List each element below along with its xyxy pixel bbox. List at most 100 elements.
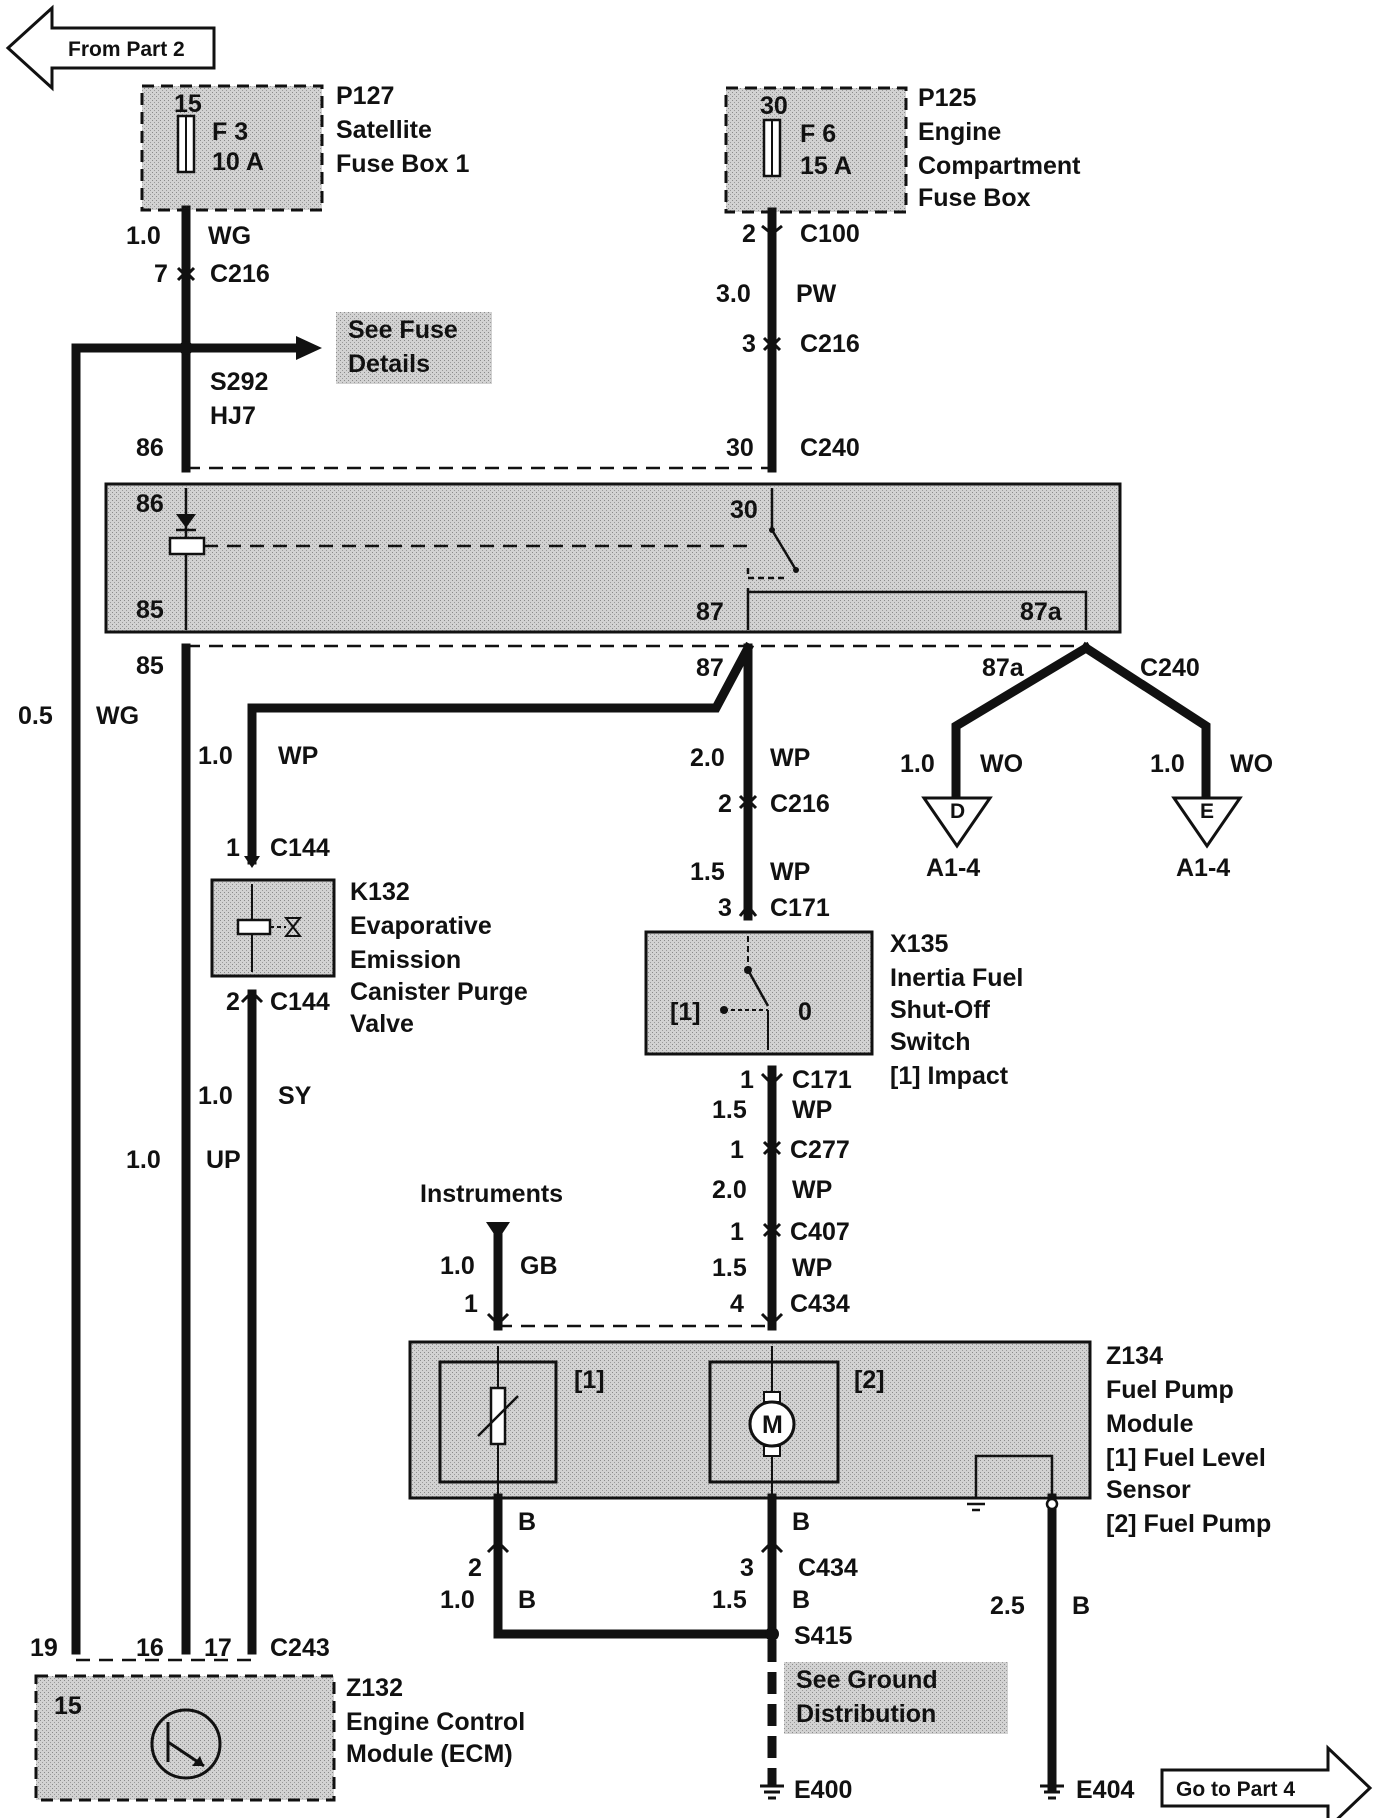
relay-switch-icon	[770, 529, 798, 571]
connector-pin: 2	[226, 988, 240, 1016]
k132-purge-valve: K132 Evaporative Emission Canister Purge…	[210, 878, 528, 1038]
wire-color: B	[792, 1508, 810, 1536]
k132-name3: Canister Purge	[350, 978, 528, 1006]
connector-name: C277	[790, 1136, 850, 1164]
wire-size: 1.5	[712, 1254, 747, 1282]
x135-id: X135	[890, 930, 948, 958]
p125-name2: Compartment	[918, 152, 1081, 180]
relay-pin-85: 85	[136, 596, 164, 624]
wire-size: 1.5	[690, 858, 725, 886]
wire-size: 1.0	[440, 1252, 475, 1280]
k132-name2: Emission	[350, 946, 461, 974]
wire-color: B	[518, 1508, 536, 1536]
relay-pin: 86	[136, 434, 164, 462]
motor-label: M	[762, 1411, 783, 1439]
wire-color: WO	[1230, 750, 1273, 778]
relay-pin-86: 86	[136, 490, 164, 518]
connector-pin: 1	[226, 834, 240, 862]
ground-name: E404	[1076, 1776, 1134, 1804]
diode-icon	[176, 514, 196, 528]
connector-name: C216	[770, 790, 830, 818]
connector-name: C216	[210, 260, 270, 288]
connector-icon	[176, 266, 196, 282]
z132-ecm: 15 Z132 Engine Control Module (ECM)	[34, 1674, 525, 1802]
from-part-label: From Part 2	[68, 38, 185, 61]
go-to-part-arrow[interactable]: Go to Part 4	[1160, 1744, 1373, 1818]
connector-icon	[761, 224, 783, 236]
wire-instruments: Instruments 1.0 GB 1	[420, 1180, 563, 1331]
instruments-label: Instruments	[420, 1180, 563, 1208]
x135-note: [1] Impact	[890, 1062, 1009, 1090]
connector-icon	[738, 794, 758, 810]
connector-pin: 19	[30, 1634, 58, 1662]
ground-name: E400	[794, 1776, 852, 1804]
connector-pin: 1	[740, 1066, 754, 1094]
connector-icon	[244, 856, 260, 868]
solenoid-icon	[236, 918, 272, 936]
wire-p127-to-relay: 1.0 WG 7 C216 S292 HJ7 86	[126, 205, 270, 473]
note-text: Distribution	[796, 1700, 936, 1728]
wire-color: WG	[96, 702, 139, 730]
connector-pin: 17	[204, 1634, 232, 1662]
ground-distribution-note[interactable]	[784, 1662, 1008, 1734]
connector-pin: 3	[740, 1554, 754, 1582]
ground-icon	[760, 1784, 784, 1800]
z132-name: Engine Control	[346, 1708, 525, 1736]
relay-pin: 87	[696, 654, 724, 682]
z134-name: Fuel Pump	[1106, 1376, 1234, 1404]
wire-size: 3.0	[716, 280, 751, 308]
p127-fuse-box: 15 F 3 10 A P127 Satellite Fuse Box 1	[140, 82, 469, 212]
connector-name: C434	[798, 1554, 858, 1582]
p125-fuse: F 6	[800, 120, 836, 148]
connector-name: C434	[790, 1290, 850, 1318]
x135-name2: Shut-Off	[890, 996, 991, 1024]
connector-pin: 2	[718, 790, 732, 818]
p125-fuse-box: 30 F 6 15 A P125 Engine Compartment Fuse…	[724, 84, 1081, 214]
go-to-part-label: Go to Part 4	[1176, 1778, 1295, 1801]
k132-id: K132	[350, 878, 410, 906]
ground-icon	[1040, 1784, 1064, 1800]
wire-size: 2.0	[690, 744, 725, 772]
connector-icon	[762, 336, 782, 352]
connector-pin: 3	[742, 330, 756, 358]
z134-note1b: Sensor	[1106, 1476, 1191, 1504]
wire-color: WP	[792, 1096, 832, 1124]
wire-87-to-x135: 2.0 WP 2 C216 1.5 WP 3 C171	[690, 643, 830, 922]
fuse-details-note[interactable]	[336, 312, 492, 384]
wire-color: PW	[796, 280, 837, 308]
ecm-pin: 15	[54, 1692, 82, 1720]
connector-name: C171	[770, 894, 830, 922]
splice-name: S292	[210, 368, 268, 396]
connector-name: C216	[800, 330, 860, 358]
wire-color: WP	[792, 1254, 832, 1282]
connector-name: C407	[790, 1218, 850, 1246]
wire-color: WG	[208, 222, 251, 250]
wire-size: 1.0	[440, 1586, 475, 1614]
k119-relay: 86 85 30 87 87a	[104, 482, 1122, 634]
connector-pin: 1	[464, 1290, 478, 1318]
wire-color: WP	[792, 1176, 832, 1204]
z134-fuel-pump-module: [1] M [2] Z134 Fuel Pump Module [1] Fuel…	[408, 1340, 1271, 1538]
relay-pin-30: 30	[730, 496, 758, 524]
wire-size: 1.0	[126, 1146, 161, 1174]
connector-name: C144	[270, 834, 330, 862]
switch-icon	[746, 969, 770, 1007]
ground-icon	[962, 1496, 990, 1512]
wire-size: 1.0	[198, 742, 233, 770]
wire-color: B	[1072, 1592, 1090, 1620]
z134-name2: Module	[1106, 1410, 1194, 1438]
note-text: See Ground	[796, 1666, 938, 1694]
connector-pin: 1	[730, 1136, 744, 1164]
connector-name: C100	[800, 220, 860, 248]
p127-name: Satellite	[336, 116, 432, 144]
relay-coil-icon	[168, 536, 206, 556]
k132-name4: Valve	[350, 1010, 414, 1038]
wire-color: SY	[278, 1082, 312, 1110]
connector-pin: 3	[718, 894, 732, 922]
p125-pin: 30	[760, 92, 788, 120]
from-part-arrow[interactable]: From Part 2	[5, 4, 216, 92]
arrow-down-icon	[486, 1222, 510, 1240]
valve-icon	[283, 917, 303, 937]
relay-pin-87: 87	[696, 598, 724, 626]
connector-name: C243	[270, 1634, 330, 1662]
